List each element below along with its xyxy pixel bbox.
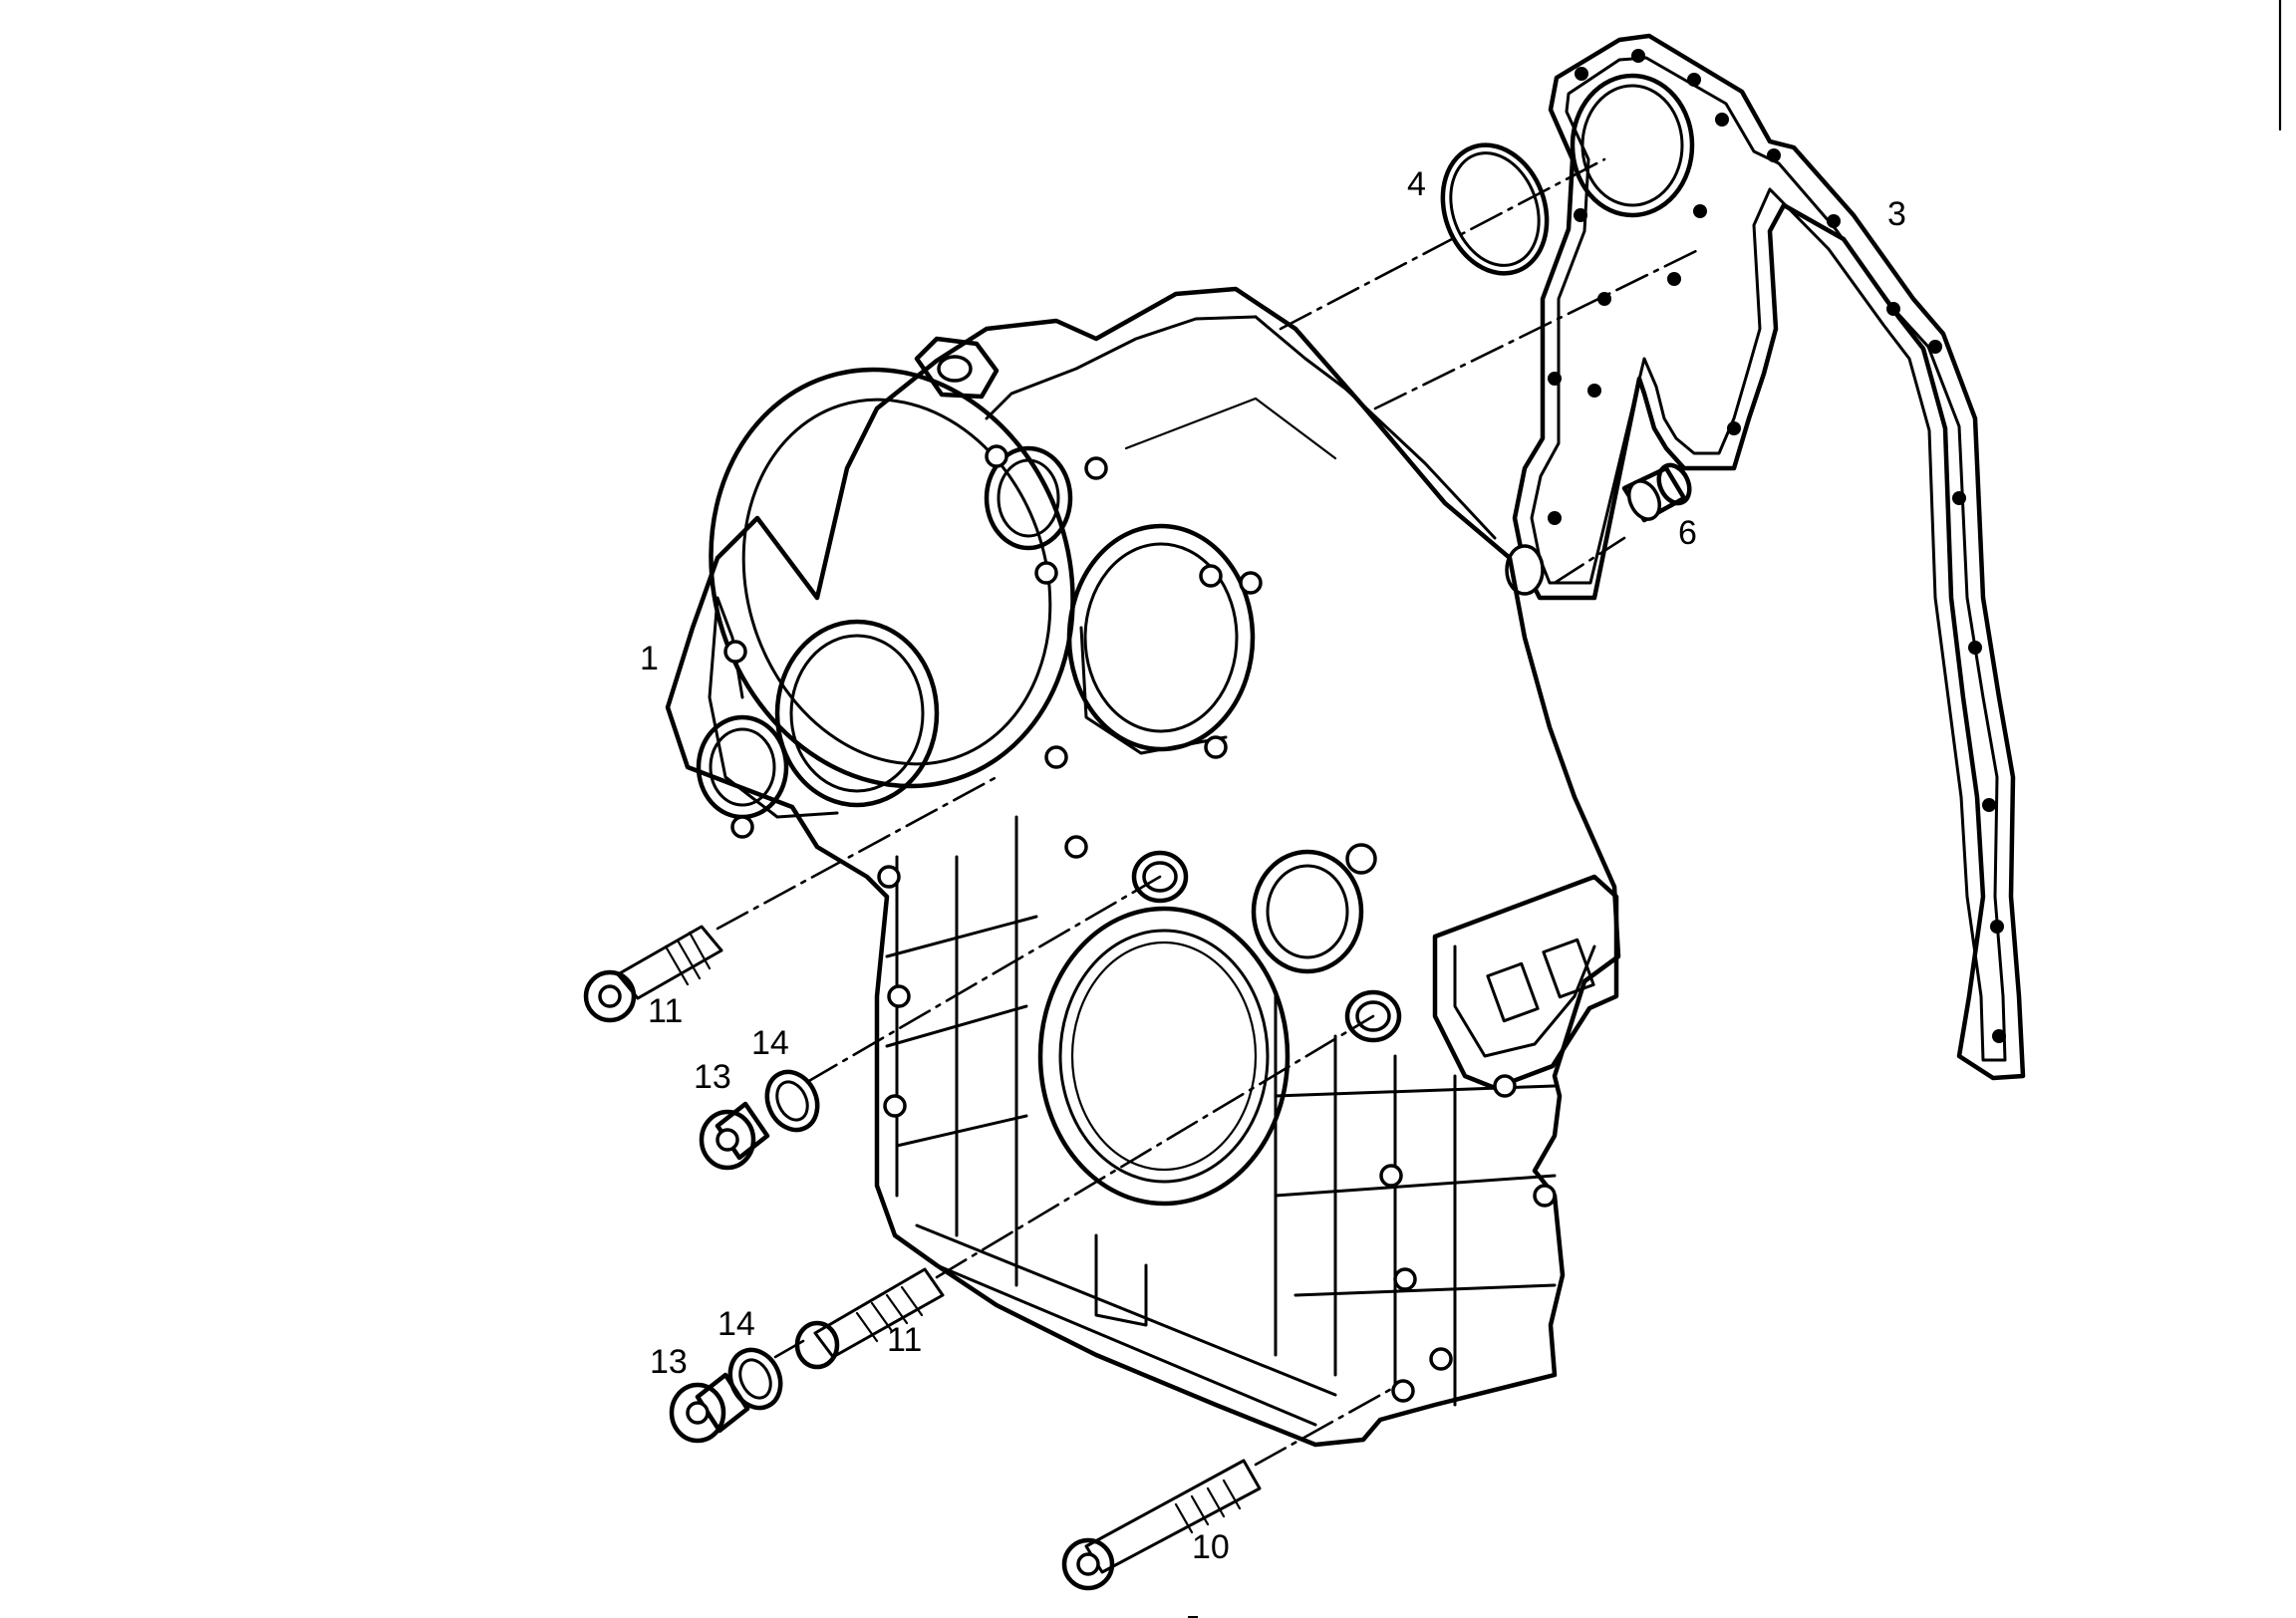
part-14-washer-lower bbox=[727, 1347, 783, 1411]
part-1-housing bbox=[665, 286, 1621, 1448]
part-10-bolt bbox=[1061, 1459, 1262, 1591]
scan-mark bbox=[1188, 1616, 1198, 1618]
callout-13-upper: 13 bbox=[694, 1058, 731, 1096]
callout-labels: 1 3 4 6 10 11 11 13 13 14 14 bbox=[640, 165, 1906, 1566]
callout-11-upper: 11 bbox=[648, 992, 683, 1030]
callout-14-lower: 14 bbox=[718, 1305, 755, 1343]
callout-14-upper: 14 bbox=[751, 1024, 789, 1062]
callout-3: 3 bbox=[1887, 195, 1906, 233]
callout-6: 6 bbox=[1678, 514, 1697, 552]
callout-1: 1 bbox=[640, 640, 659, 677]
callout-13-lower: 13 bbox=[650, 1343, 688, 1381]
part-6-sleeve bbox=[1621, 462, 1692, 523]
part-13-plug-lower bbox=[669, 1372, 750, 1444]
part-13-plug-upper bbox=[699, 1101, 770, 1171]
part-4-o-ring bbox=[1440, 142, 1550, 276]
callout-4: 4 bbox=[1407, 165, 1426, 203]
part-11-bolt-upper bbox=[583, 925, 723, 1023]
part-14-washer-upper bbox=[764, 1069, 820, 1133]
part-3-gasket bbox=[1505, 33, 2026, 1081]
callout-11-lower: 11 bbox=[887, 1321, 922, 1359]
assembly-leader-lines bbox=[716, 157, 1702, 1467]
part-11-bolt-lower bbox=[794, 1267, 945, 1370]
callout-10: 10 bbox=[1192, 1528, 1230, 1566]
